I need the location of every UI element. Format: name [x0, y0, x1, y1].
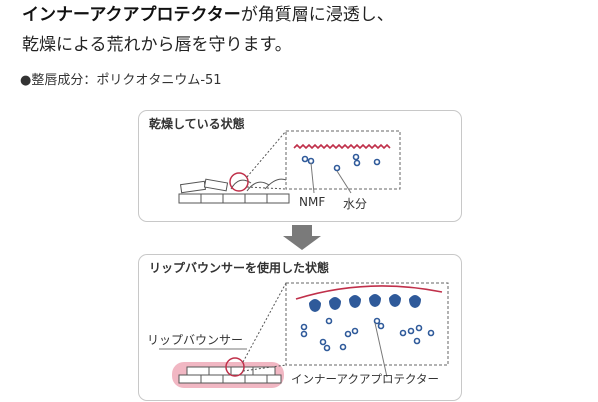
water-label: 水分 — [343, 197, 368, 211]
dry-state-title: 乾燥している状態 — [149, 117, 245, 131]
protector-label: インナーアクアプロテクター — [291, 372, 440, 386]
after-use-title: リップバウンサーを使用した状態 — [149, 261, 330, 275]
healthy-skin-bricks — [178, 366, 282, 384]
magnify-circle — [229, 172, 249, 192]
down-arrow-icon — [283, 225, 321, 250]
nmf-molecules-2 — [300, 317, 435, 352]
magnify-circle-2 — [225, 357, 245, 377]
dry-state-panel: 乾燥している状態 NMF 水分 — [138, 110, 462, 222]
water-drops — [309, 294, 421, 312]
headline-line2: 乾燥による荒れから唇を守ります。 — [22, 35, 292, 55]
headline-rest: が角質層に浸透し、 — [240, 5, 394, 25]
headline: インナーアクアプロテクターが角質層に浸透し、 乾燥による荒れから唇を守ります。 — [22, 0, 394, 60]
after-use-diagram — [159, 282, 449, 388]
nmf-label: NMF — [299, 195, 326, 209]
nmf-molecules — [301, 153, 381, 172]
ingredient-note: ●整唇成分：ポリクオタニウム-51 — [20, 73, 222, 88]
barrier-arc — [295, 285, 443, 300]
headline-bold: インナーアクアプロテクター — [22, 5, 241, 25]
dry-skin-bricks — [178, 178, 292, 204]
zoom-box-2 — [285, 282, 449, 366]
damaged-barrier — [293, 143, 391, 150]
product-label: リップバウンサー — [147, 333, 244, 347]
after-use-panel: リップバウンサーを使用した状態 — [138, 254, 462, 401]
dry-state-diagram — [178, 130, 401, 204]
